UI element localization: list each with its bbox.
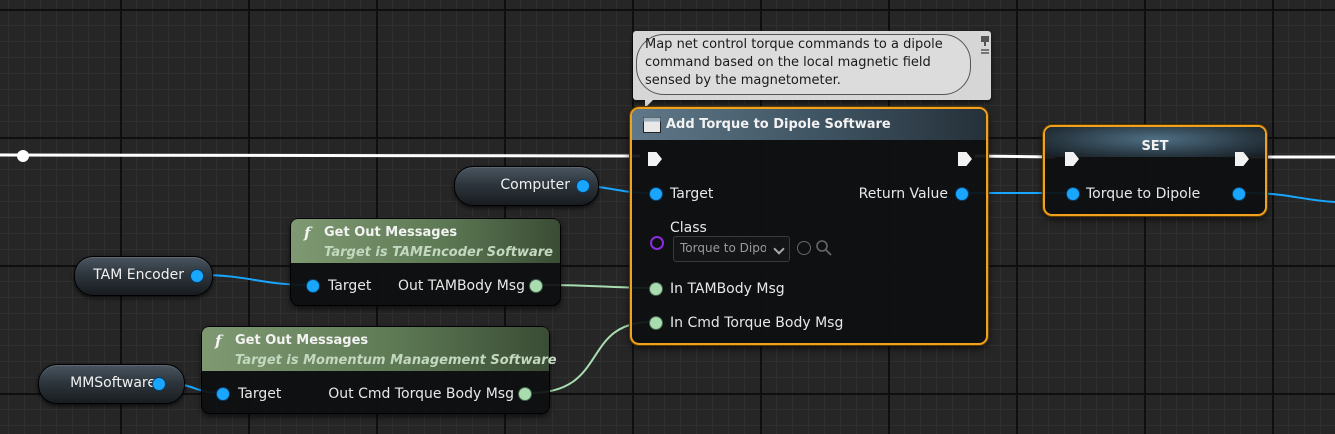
exec-out-pin[interactable] [958,152,972,166]
computer-variable-label: Computer [500,177,570,193]
tam-encoder-output-pin[interactable] [191,270,203,282]
tam-encoder-variable-node[interactable]: TAM Encoder [74,256,213,296]
in-tambody-msg-label: In TAMBody Msg [670,281,785,297]
return-value-label: Return Value [858,186,948,202]
computer-output-pin[interactable] [577,180,589,192]
set-input-pin[interactable] [1067,188,1079,200]
get-tam-header: f Get Out Messages Target is TAMEncoder … [291,219,560,263]
get-out-messages-mm-node[interactable]: f Get Out Messages Target is Momentum Ma… [201,326,557,414]
get-mm-output-label: Out Cmd Torque Body Msg [328,386,514,402]
reroute-node[interactable] [17,150,29,162]
set-exec-in-pin[interactable] [1065,152,1079,166]
set-node-title: SET [1141,139,1169,154]
get-tam-target-label: Target [328,278,372,294]
get-mm-output-pin[interactable] [519,388,531,400]
get-mm-target-pin[interactable] [217,388,229,400]
get-out-messages-tam-node[interactable]: f Get Out Messages Target is TAMEncoder … [290,218,561,306]
exec-in-pin[interactable] [648,152,662,166]
class-dropdown-value: Torque to Dipole [680,241,766,255]
set-output-pin[interactable] [1233,188,1245,200]
get-mm-title: Get Out Messages [235,333,369,348]
set-node-header: SET [1045,127,1265,157]
in-cmd-torque-body-msg-pin[interactable] [650,317,662,329]
comment-text: Map net control torque commands to a dip… [645,37,943,88]
add-torque-to-dipole-node[interactable]: Add Torque to Dipole Software Target Ret… [630,107,988,345]
mmsoftware-variable-label: MMSoftware [70,375,156,391]
get-tam-title: Get Out Messages [324,225,458,240]
set-input-label: Torque to Dipole [1086,186,1201,202]
mmsoftware-output-pin[interactable] [153,378,165,390]
get-tam-target-pin[interactable] [307,280,319,292]
class-pin-label: Class [670,220,707,236]
mmsoftware-variable-node[interactable]: MMSoftware [38,364,185,404]
get-tam-output-pin[interactable] [530,280,542,292]
search-icon[interactable] [816,240,832,256]
tam-encoder-variable-label: TAM Encoder [93,267,184,283]
comment-bubble[interactable]: Map net control torque commands to a dip… [633,31,991,108]
target-pin[interactable] [650,188,662,200]
in-cmd-torque-body-msg-label: In Cmd Torque Body Msg [670,315,844,331]
chevron-down-icon [773,243,785,255]
class-dropdown[interactable]: Torque to Dipole [673,236,790,262]
get-mm-target-label: Target [238,386,282,402]
exec-wire-in [0,153,641,158]
return-value-pin[interactable] [956,188,968,200]
computer-variable-node[interactable]: Computer [454,166,599,206]
get-mm-subtitle: Target is Momentum Management Software [235,353,557,368]
function-icon: f [215,332,222,350]
function-icon: f [304,224,311,242]
get-mm-header: f Get Out Messages Target is Momentum Ma… [202,327,557,371]
set-exec-out-pin[interactable] [1235,152,1249,166]
node-header: Add Torque to Dipole Software [632,109,986,140]
target-pin-label: Target [670,186,714,202]
node-title: Add Torque to Dipole Software [666,117,891,132]
function-node-icon [643,117,661,133]
get-tam-subtitle: Target is TAMEncoder Software [324,245,553,260]
in-tambody-msg-pin[interactable] [650,283,662,295]
set-variable-node[interactable]: SET Torque to Dipole [1043,125,1267,216]
browse-arrow-icon[interactable] [797,241,811,255]
pin-comment-icon[interactable] [980,34,990,56]
get-tam-output-label: Out TAMBody Msg [397,278,525,294]
class-pin[interactable] [650,236,664,250]
comment-bubble-frame [636,34,971,95]
